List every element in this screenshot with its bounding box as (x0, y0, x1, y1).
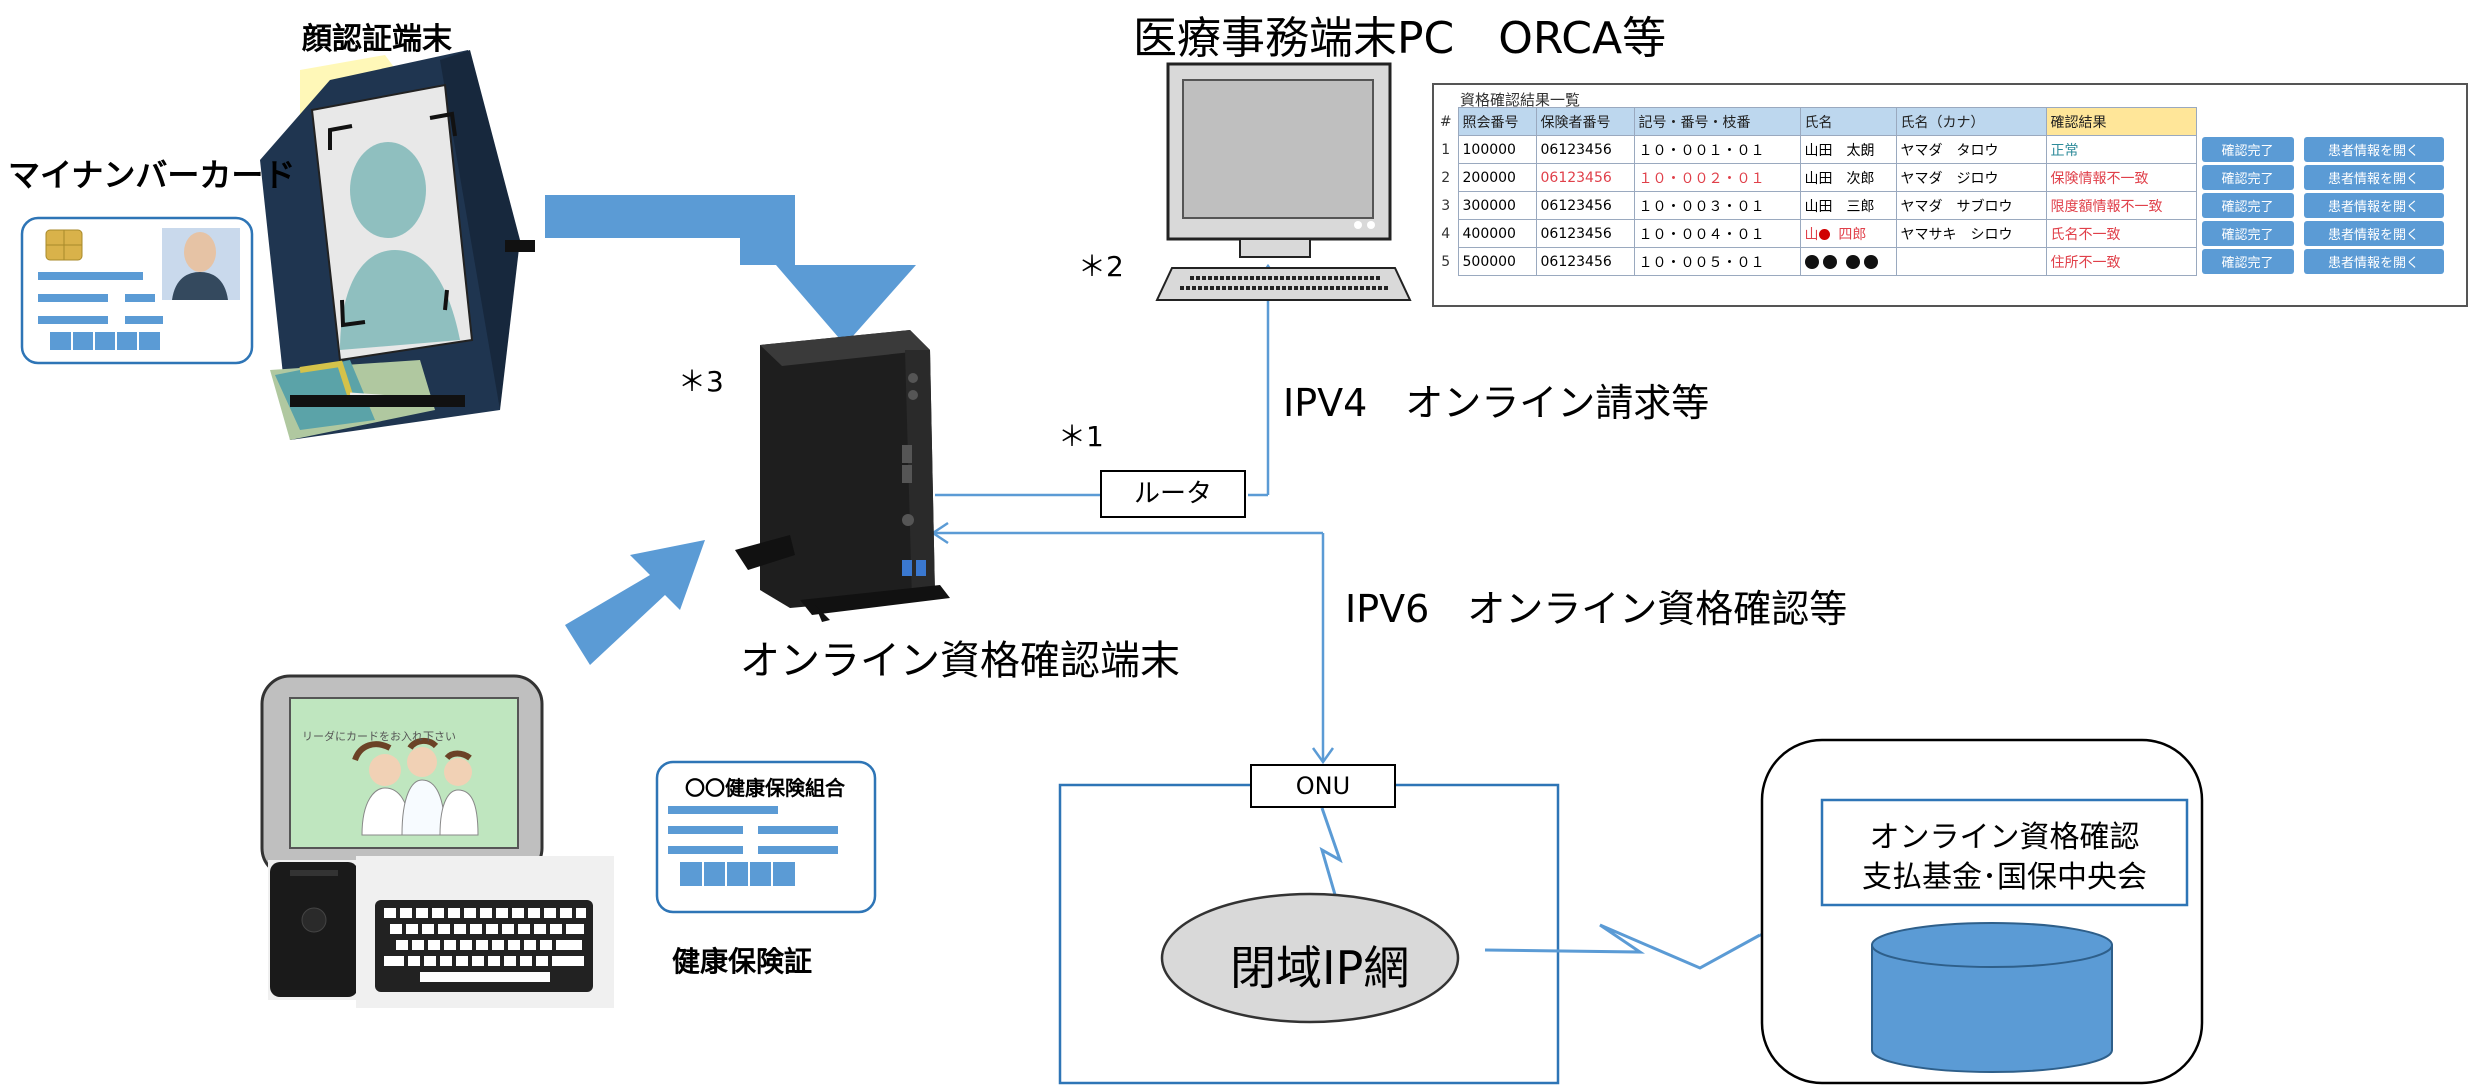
header-insurer-no: 保険者番号 (1535, 107, 1635, 136)
open-patient-button[interactable]: 患者情報を開く (2303, 249, 2444, 274)
cell-inquiry-no: 300000 (1457, 191, 1537, 220)
confirm-done-button[interactable]: 確認完了 (2201, 249, 2294, 274)
row-index: 1 (1441, 141, 1451, 158)
insurance-card-label: 健康保険証 (672, 945, 813, 978)
open-patient-button[interactable]: 患者情報を開く (2303, 193, 2444, 218)
table-row: 4 400000 06123456 １０・００４・０１ 山 四郎 ヤマサキ シロ… (1434, 219, 2449, 248)
medical-pc-icon (1155, 62, 1412, 301)
cell-result: 保険情報不一致 (2045, 163, 2197, 192)
online-terminal-label: オンライン資格確認端末 (740, 638, 1180, 684)
online-terminal-icon (735, 330, 950, 622)
masked-dot (1818, 229, 1830, 240)
cell-name-kana: ヤマダ ジロウ (1895, 163, 2047, 192)
note-2: ＊2 (1078, 250, 1124, 283)
cell-insurer-no: 06123456 (1535, 219, 1635, 248)
header-inquiry-no: 照会番号 (1457, 107, 1537, 136)
row-index: 2 (1441, 169, 1451, 186)
cell-name-kana: ヤマダ タロウ (1895, 135, 2047, 164)
closed-net-ellipse (1160, 892, 1460, 1024)
header-name: 氏名 (1799, 107, 1897, 136)
confirm-done-button[interactable]: 確認完了 (2201, 193, 2294, 218)
face-auth-terminal-icon (260, 50, 535, 440)
open-patient-button[interactable]: 患者情報を開く (2303, 221, 2444, 246)
header-symbol-no: 記号・番号・枝番 (1633, 107, 1801, 136)
table-row: 5 500000 06123456 １０・００５・０１ 住所不一致 確認完了 患… (1434, 247, 2449, 276)
cell-insurer-no: 06123456 (1535, 191, 1635, 220)
cell-result: 住所不一致 (2045, 247, 2197, 276)
my-number-card-icon (20, 216, 254, 365)
cell-symbol-no: １０・００２・０１ (1633, 163, 1801, 192)
cell-name: 山田 太朗 (1799, 135, 1897, 164)
cell-result: 正常 (2045, 135, 2197, 164)
tablet-screen-text: リーダにカードをお入れ下さい (302, 730, 456, 743)
cell-insurer-no: 06123456 (1535, 163, 1635, 192)
name-part-a: 山 (1804, 226, 1819, 243)
keyboard-icon (356, 856, 614, 1008)
cell-inquiry-no: 200000 (1457, 163, 1537, 192)
cell-name-kana: ヤマダ サブロウ (1895, 191, 2047, 220)
confirm-done-button[interactable]: 確認完了 (2201, 165, 2294, 190)
onu-box: ONU (1250, 764, 1396, 808)
note-1: ＊1 (1058, 420, 1104, 453)
cell-result: 氏名不一致 (2045, 219, 2197, 248)
hash-header: # (1439, 113, 1452, 130)
cell-symbol-no: １０・００４・０１ (1633, 219, 1801, 248)
cell-inquiry-no: 100000 (1457, 135, 1537, 164)
my-number-card-label: マイナンバーカード (8, 156, 296, 194)
closed-net-label: 閉域IP網 (1230, 941, 1410, 995)
fund-label-line1: オンライン資格確認 (1869, 820, 2140, 855)
note-3: ＊3 (678, 365, 724, 398)
header-name-kana: 氏名（カナ） (1895, 107, 2047, 136)
cell-name-kana (1895, 247, 2047, 276)
face-terminal-label: 顔認証端末 (302, 22, 452, 57)
cell-name: 山 四郎 (1799, 219, 1897, 248)
health-insurance-card-icon (655, 760, 877, 914)
ipv6-label: IPV6 オンライン資格確認等 (1345, 587, 1848, 631)
arrow-reader-to-terminal (565, 540, 705, 665)
cell-name: 山田 三郎 (1799, 191, 1897, 220)
open-patient-button[interactable]: 患者情報を開く (2303, 165, 2444, 190)
table-header-row: # 照会番号 保険者番号 記号・番号・枝番 氏名 氏名（カナ） 確認結果 (1434, 107, 2449, 136)
confirm-done-button[interactable]: 確認完了 (2201, 221, 2294, 246)
cell-insurer-no: 06123456 (1535, 247, 1635, 276)
name-part-b: 四郎 (1838, 226, 1867, 243)
header-result: 確認結果 (2045, 107, 2197, 136)
arrow-face-to-terminal (545, 195, 916, 345)
insurance-union-label: 〇〇健康保険組合 (685, 776, 845, 800)
qualification-results-table: 資格確認結果一覧 # 照会番号 保険者番号 記号・番号・枝番 氏名 氏名（カナ）… (1432, 83, 2468, 307)
row-index: 3 (1441, 197, 1451, 214)
open-patient-button[interactable]: 患者情報を開く (2303, 137, 2444, 162)
cell-symbol-no: １０・００５・０１ (1633, 247, 1801, 276)
row-index: 4 (1441, 225, 1451, 242)
cell-symbol-no: １０・００１・０１ (1633, 135, 1801, 164)
table-row: 1 100000 06123456 １０・００１・０１ 山田 太朗 ヤマダ タロ… (1434, 135, 2449, 164)
results-table-title: 資格確認結果一覧 (1460, 91, 1581, 109)
ipv4-label: IPV4 オンライン請求等 (1283, 381, 1710, 425)
fund-label-line2: 支払基金･国保中央会 (1862, 860, 2147, 895)
row-index: 5 (1441, 253, 1451, 270)
cell-inquiry-no: 500000 (1457, 247, 1537, 276)
cell-insurer-no: 06123456 (1535, 135, 1635, 164)
medical-pc-label: 医療事務端末PC ORCA等 (1133, 13, 1667, 64)
confirm-done-button[interactable]: 確認完了 (2201, 137, 2294, 162)
table-row: 2 200000 06123456 １０・００２・０１ 山田 次郎 ヤマダ ジロ… (1434, 163, 2449, 192)
card-reader-icon (270, 862, 358, 997)
cell-name-kana: ヤマサキ シロウ (1895, 219, 2047, 248)
cell-symbol-no: １０・００３・０１ (1633, 191, 1801, 220)
cell-result: 限度額情報不一致 (2045, 191, 2197, 220)
cell-name (1799, 247, 1897, 276)
cell-name: 山田 次郎 (1799, 163, 1897, 192)
router-box: ルータ (1100, 470, 1246, 518)
table-row: 3 300000 06123456 １０・００３・０１ 山田 三郎 ヤマダ サブ… (1434, 191, 2449, 220)
database-icon (1871, 945, 2113, 1073)
cell-inquiry-no: 400000 (1457, 219, 1537, 248)
